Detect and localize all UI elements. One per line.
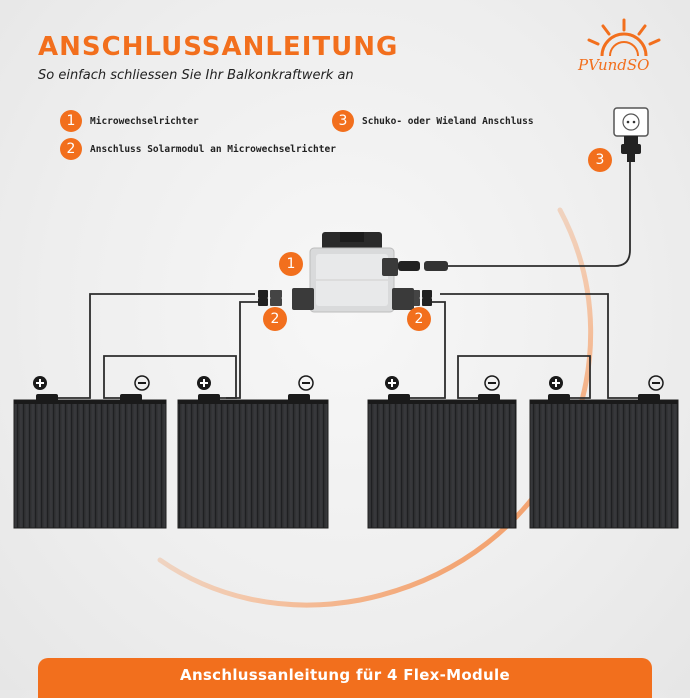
legend-item-plug: 3 Schuko- oder Wieland Anschluss	[332, 110, 534, 132]
diagram-badge-inverter: 1	[279, 252, 303, 276]
minus-icon	[134, 375, 150, 391]
diagram-badge-connector-right: 2	[407, 307, 431, 331]
solar-panel-1	[13, 399, 167, 529]
page-subtitle: So einfach schliessen Sie Ihr Balkonkraf…	[38, 68, 354, 83]
wall-socket-icon	[613, 107, 649, 162]
diagram-badge-connector-left: 2	[263, 307, 287, 331]
cable-left-inner	[218, 301, 262, 399]
plus-icon	[549, 376, 563, 390]
plus-icon	[197, 376, 211, 390]
page-title: ANSCHLUSSANLEITUNG	[38, 32, 399, 62]
cable-right-outer	[440, 293, 640, 399]
footer-text: Anschlussanleitung für 4 Flex-Module	[180, 666, 510, 684]
cable-right-inner	[408, 301, 446, 399]
minus-icon	[484, 375, 500, 391]
cable-ac	[448, 160, 631, 267]
legend-badge: 1	[60, 110, 82, 132]
legend-label: Microwechselrichter	[90, 115, 199, 127]
solar-panel-4	[529, 399, 679, 529]
plus-icon	[33, 376, 47, 390]
microinverter	[292, 232, 414, 313]
cable-jumper-left	[103, 355, 237, 399]
legend-label: Schuko- oder Wieland Anschluss	[362, 115, 534, 127]
solar-panel-3	[367, 399, 517, 529]
decorative-arc	[157, 207, 594, 608]
cable-jumper-right	[457, 355, 591, 399]
minus-icon	[648, 375, 664, 391]
diagram-badge-plug: 3	[588, 148, 612, 172]
legend-badge: 2	[60, 138, 82, 160]
minus-icon	[298, 375, 314, 391]
cable-left-outer	[56, 293, 255, 399]
solar-panel-2	[177, 399, 329, 529]
legend-label: Anschluss Solarmodul an Microwechselrich…	[90, 143, 336, 155]
legend-item-inverter: 1 Microwechselrichter	[60, 110, 199, 132]
plus-icon	[385, 376, 399, 390]
legend-badge: 3	[332, 110, 354, 132]
brand-logo-text: PVundSO	[578, 56, 650, 74]
sun-logo-icon	[587, 18, 661, 57]
footer-banner: Anschlussanleitung für 4 Flex-Module	[38, 658, 652, 698]
legend-item-connector: 2 Anschluss Solarmodul an Microwechselri…	[60, 138, 336, 160]
